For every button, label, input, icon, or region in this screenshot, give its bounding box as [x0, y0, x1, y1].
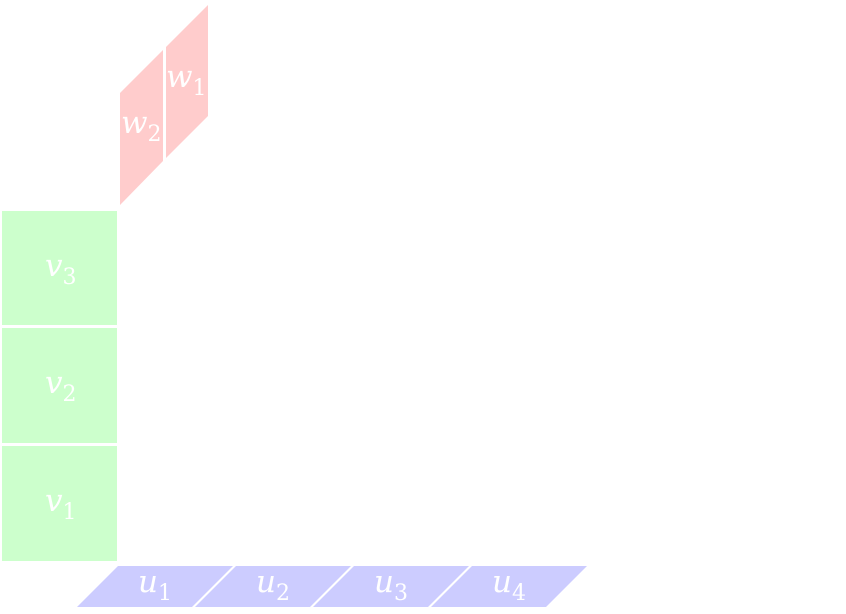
v3-cell [2, 211, 117, 325]
w1-label: w1 [166, 59, 207, 101]
v3-label: v3 [45, 248, 77, 290]
u3-cell [313, 566, 469, 607]
v2-label: v2 [45, 365, 77, 407]
v1-cell [2, 446, 117, 561]
v-group: v3 v2 v1 [2, 211, 117, 561]
w-group: w2 w1 [120, 5, 208, 205]
u3-label: u3 [374, 564, 408, 606]
u2-label: u2 [256, 564, 290, 606]
w1-cell [166, 5, 208, 158]
w2-cell [120, 50, 163, 205]
u-group: u1 u2 u3 u4 [77, 564, 587, 607]
v2-cell [2, 328, 117, 443]
w2-label: w2 [121, 105, 162, 147]
u4-label: u4 [492, 564, 526, 606]
v1-label: v1 [45, 483, 77, 525]
u2-cell [195, 566, 351, 607]
u1-label: u1 [138, 564, 172, 606]
u4-cell [431, 566, 587, 607]
u1-cell [77, 566, 233, 607]
